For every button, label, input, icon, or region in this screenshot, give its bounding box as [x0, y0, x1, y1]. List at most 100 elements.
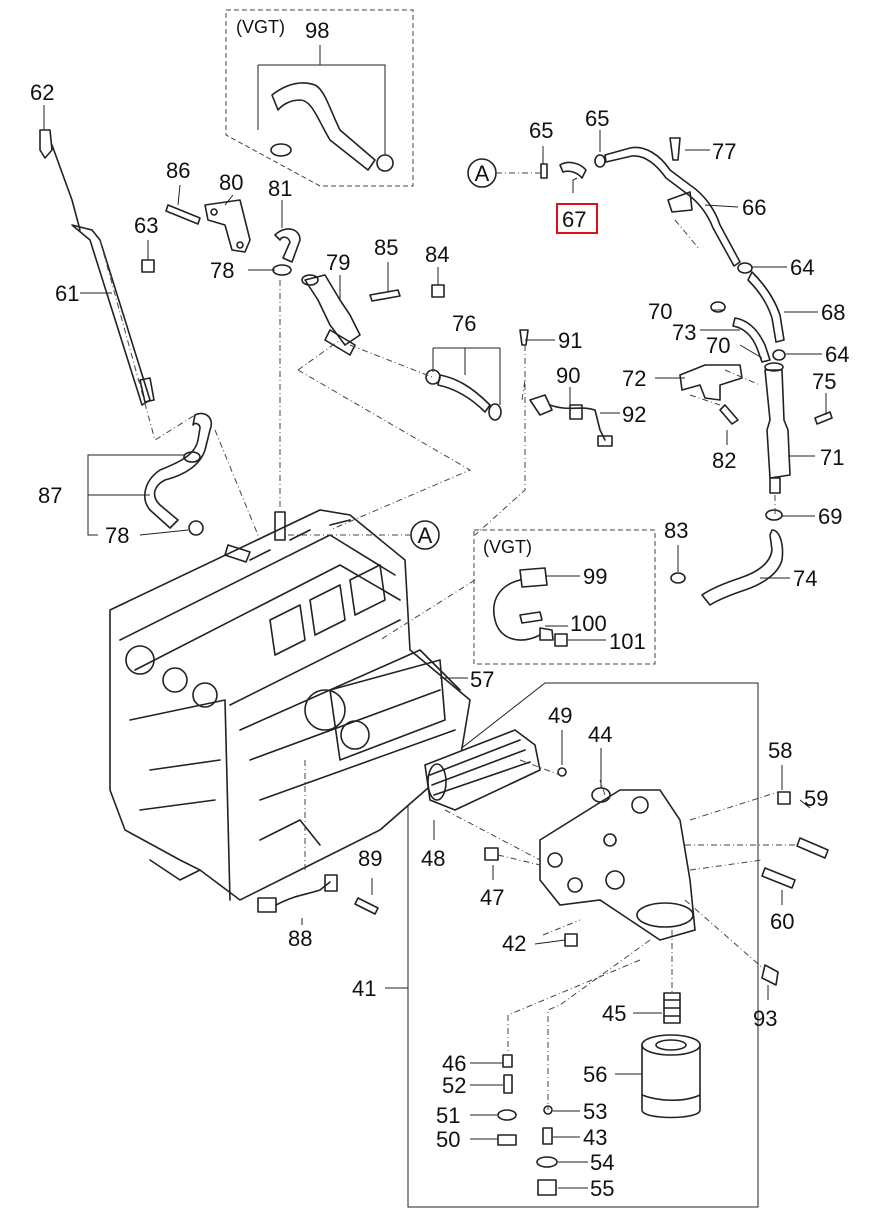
part-label: 50 — [436, 1127, 460, 1152]
bolt-42 — [564, 933, 578, 947]
bracket-72 — [679, 364, 743, 401]
part-label: 92 — [622, 402, 646, 427]
part-label: 100 — [570, 611, 607, 636]
bolt-84 — [431, 284, 445, 298]
part-label: 98 — [305, 18, 329, 43]
hose-74 — [670, 509, 784, 606]
part-label: 52 — [442, 1073, 466, 1098]
oil-filter-56 — [641, 1034, 701, 1119]
part-label: 46 — [442, 1051, 466, 1076]
part-label: 72 — [622, 366, 646, 391]
part-label: 86 — [166, 158, 190, 183]
sensor-90 — [529, 394, 613, 447]
part-label: 93 — [753, 1006, 777, 1031]
part-label: 89 — [358, 846, 382, 871]
hose-73 — [710, 301, 786, 363]
part-label: 70 — [648, 299, 672, 324]
bolt-85 — [369, 289, 401, 302]
part-label: 49 — [548, 703, 572, 728]
hose-76 — [425, 369, 502, 421]
part-label: 90 — [556, 363, 580, 388]
part-label: 74 — [793, 566, 817, 591]
part-label: 53 — [583, 1099, 607, 1124]
engine-block — [109, 509, 471, 901]
part-label: 91 — [558, 328, 582, 353]
oil-cooler-48 — [424, 729, 541, 811]
part-label: 82 — [712, 448, 736, 473]
section-marker-a-top-label: A — [475, 161, 490, 186]
bolt-82 — [719, 404, 739, 425]
bolt-77 — [669, 137, 681, 161]
pipe-stubs — [224, 511, 286, 563]
section-marker-a-engine-label: A — [418, 523, 433, 548]
bolt-91 — [519, 329, 529, 346]
highlight-box-67 — [556, 203, 598, 234]
part-label: 77 — [712, 139, 736, 164]
part-label: 64 — [790, 255, 814, 280]
part-label: 48 — [421, 846, 445, 871]
part-label: 43 — [583, 1125, 607, 1150]
bolt-89 — [354, 897, 379, 915]
small-parts-column — [497, 1054, 558, 1196]
oring-49 — [557, 767, 567, 777]
part-label: 84 — [425, 242, 449, 267]
part-label: 69 — [818, 504, 842, 529]
bracket-80 — [204, 199, 251, 253]
sensor-99 — [493, 567, 568, 647]
oring-44 — [591, 787, 611, 803]
part-labels: 98 65 65 77 67 66 64 68 70 73 64 70 72 7… — [30, 18, 849, 1201]
vgt-box-middle — [473, 529, 656, 665]
vgt-box-top — [225, 9, 414, 187]
part-label: 79 — [326, 250, 350, 275]
part-label: 62 — [30, 80, 54, 105]
part-label: 61 — [55, 281, 79, 306]
filter-head-41 — [539, 789, 696, 941]
part-label: 78 — [210, 258, 234, 283]
part-label: 55 — [590, 1176, 614, 1201]
part-label-highlighted: 67 — [562, 207, 586, 232]
part-label: 54 — [590, 1150, 614, 1175]
leader-lines — [43, 45, 827, 1189]
bolt-75 — [814, 411, 833, 425]
part-label: 75 — [812, 369, 836, 394]
center-lines — [99, 172, 797, 1110]
part-label: 80 — [219, 170, 243, 195]
dipstick — [39, 129, 155, 406]
part-label: 66 — [742, 195, 766, 220]
bolt-63 — [141, 259, 155, 273]
thermostat-housing-79 — [301, 274, 361, 356]
part-label: 65 — [529, 118, 553, 143]
fitting-45 — [663, 992, 681, 1024]
clip-65 — [540, 154, 606, 179]
plug-47 — [484, 847, 499, 861]
part-label: 51 — [436, 1103, 460, 1128]
part-label: 71 — [820, 445, 844, 470]
bolts-58-59-60 — [761, 791, 829, 889]
part-label: 70 — [706, 333, 730, 358]
part-label: 44 — [588, 722, 612, 747]
part-label: 64 — [825, 342, 849, 367]
part-label: 60 — [770, 909, 794, 934]
part-label: 83 — [664, 518, 688, 543]
hose-68 — [737, 262, 785, 343]
part-label: 63 — [134, 213, 158, 238]
part-label: 73 — [672, 320, 696, 345]
part-label: 78 — [105, 523, 129, 548]
part-label: 99 — [583, 564, 607, 589]
bolt-86 — [165, 204, 201, 225]
part-label: 81 — [268, 176, 292, 201]
part-label: 42 — [502, 931, 526, 956]
part-label: 101 — [609, 629, 646, 654]
vgt-label-top: (VGT) — [236, 17, 285, 37]
vgt-label-middle: (VGT) — [483, 537, 532, 557]
sensor-88 — [257, 874, 338, 913]
pipe-66 — [604, 146, 741, 267]
hose-81 — [272, 228, 301, 276]
part-label: 47 — [480, 885, 504, 910]
part-label: 57 — [470, 667, 494, 692]
part-label: 41 — [352, 976, 376, 1001]
part-label: 56 — [583, 1062, 607, 1087]
part-label: 85 — [374, 235, 398, 260]
part-label: 76 — [452, 311, 476, 336]
